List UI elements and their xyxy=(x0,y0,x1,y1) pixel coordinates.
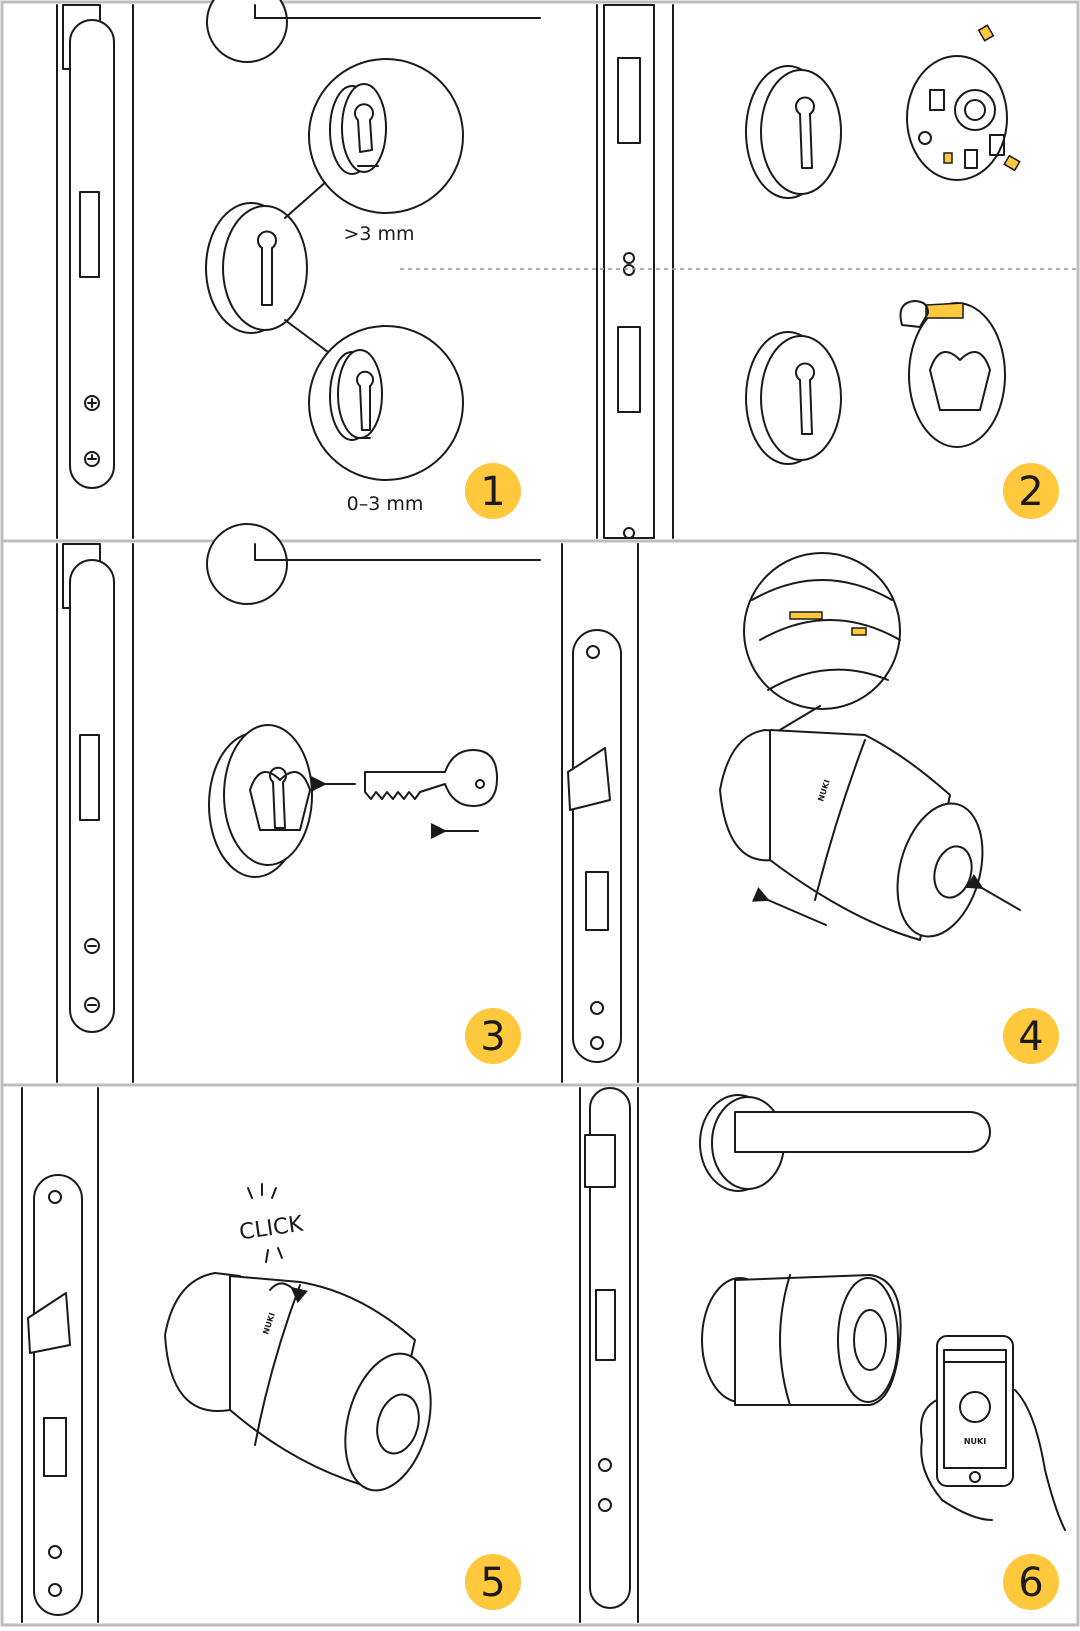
step-badge xyxy=(1003,463,1059,519)
screw-icon xyxy=(84,997,100,1013)
step-number: 3 xyxy=(480,1014,505,1060)
panel-step-3: 3 xyxy=(56,523,541,1083)
step-number: 5 xyxy=(480,1560,505,1606)
step-number: 4 xyxy=(1018,1014,1043,1060)
key-icon xyxy=(364,749,498,807)
escutcheon-icon xyxy=(745,65,842,199)
nuki-lock-icon: NUKI xyxy=(164,1272,432,1492)
nuki-lock-icon xyxy=(701,1274,902,1406)
gap-small-label: 0–3 mm xyxy=(347,493,424,515)
app-lock-button-icon xyxy=(959,1391,991,1423)
app-brand-label: NUKI xyxy=(964,1437,986,1446)
panel-step-5: CLICK NUKI 5 xyxy=(21,1087,521,1623)
gap-large-label: >3 mm xyxy=(343,223,414,245)
screw-icon xyxy=(84,938,100,954)
adapter-icon xyxy=(208,724,313,878)
panel-step-1: >3 mm 0–3 mm 1 xyxy=(56,0,541,539)
smartphone-icon: NUKI xyxy=(920,1335,1066,1531)
step-number: 1 xyxy=(480,469,505,515)
panel-step-2: 2 xyxy=(400,4,1078,539)
screw-icon xyxy=(84,395,100,411)
door-handle-icon xyxy=(699,1094,991,1192)
nuki-lock-icon: NUKI xyxy=(719,729,984,941)
step-badge xyxy=(465,1008,521,1064)
step-number: 2 xyxy=(1018,469,1043,515)
step-badge xyxy=(1003,1008,1059,1064)
panel-step-6: NUKI 6 xyxy=(579,1087,1066,1623)
escutcheon-icon xyxy=(745,331,842,465)
adhesive-tape-icon xyxy=(899,300,1006,448)
mounting-plate-icon xyxy=(906,24,1021,181)
step-badge xyxy=(465,463,521,519)
panel-step-4: NUKI 4 xyxy=(561,543,1059,1083)
step-badge xyxy=(1003,1554,1059,1610)
magnified-alignment xyxy=(743,552,901,710)
step-badge xyxy=(465,1554,521,1610)
click-indicator: CLICK xyxy=(238,1183,305,1263)
step-number: 6 xyxy=(1018,1560,1043,1606)
magnified-gap-small xyxy=(308,325,464,481)
magnified-gap-large xyxy=(308,58,464,214)
screw-icon xyxy=(84,451,100,467)
click-label: CLICK xyxy=(238,1212,305,1246)
escutcheon-icon xyxy=(205,202,308,334)
